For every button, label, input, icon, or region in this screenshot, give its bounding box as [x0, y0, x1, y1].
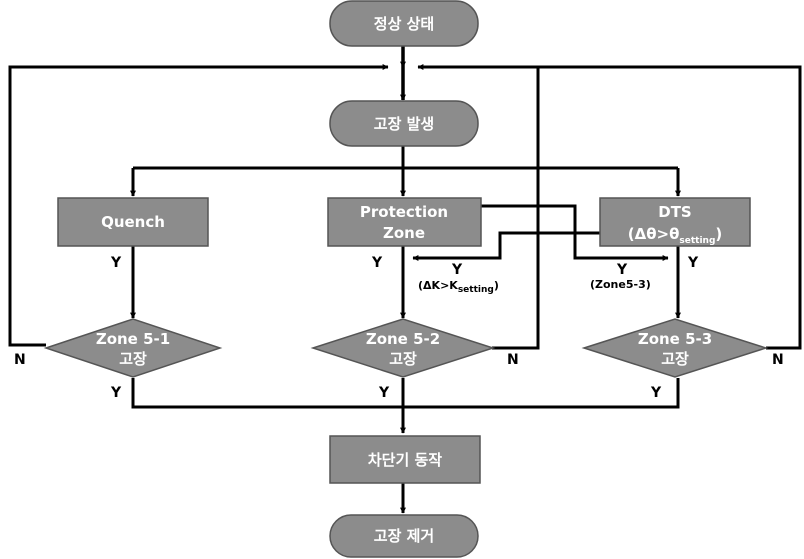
label-zone53-ref: (Zone5-3) [590, 278, 651, 291]
label-dts-y: Y [687, 255, 699, 271]
node-zone53-line2: 고장 [661, 350, 689, 368]
node-protection-zone-line1: Protection [360, 203, 448, 221]
node-dts-line2-pre: (Δθ>θ [628, 225, 680, 243]
edge-zone52-no-loop [492, 67, 540, 350]
edge-labels: Y Y Y (ΔK>Ksetting) Y (Zone5-3) Y N N N … [14, 255, 784, 401]
node-fault-occur: 고장 발생 [329, 100, 479, 147]
node-zone52: Zone 5-2 고장 [310, 318, 496, 378]
nodes: 정상 상태 고장 발생 Quench Protection Zone DTS (… [43, 0, 769, 558]
node-quench-label: Quench [101, 213, 165, 231]
label-zone51-y: Y [110, 385, 122, 401]
node-zone53: Zone 5-3 고장 [581, 318, 769, 378]
node-dts-line1: DTS [658, 203, 692, 221]
label-zone52-n: N [507, 352, 519, 368]
edge-zone51-no-loop [8, 64, 389, 347]
node-protection-zone-line2: Zone [383, 224, 425, 242]
label-dk-sub: setting [458, 285, 494, 295]
node-normal-state-label: 정상 상태 [374, 15, 434, 33]
label-zone51-n: N [14, 352, 26, 368]
node-fault-clear-label: 고장 제거 [374, 527, 434, 545]
node-dts-line2-post: ) [715, 225, 722, 243]
node-fault-clear: 고장 제거 [329, 514, 479, 558]
node-breaker: 차단기 동작 [329, 435, 481, 484]
label-zone53-y: Y [650, 385, 662, 401]
node-zone52-line2: 고장 [389, 350, 417, 368]
label-quench-y: Y [110, 255, 122, 271]
node-zone51-line1: Zone 5-1 [96, 330, 170, 348]
edge-dts-to-protection-cross [412, 231, 600, 261]
edge-zone53-yes [403, 378, 680, 409]
label-cross-y: Y [451, 262, 463, 278]
edge-zone53-no-loop [417, 64, 802, 350]
node-quench: Quench [57, 197, 209, 247]
node-dts: DTS (Δθ>θsetting) [599, 197, 751, 247]
node-protection-zone: Protection Zone [327, 197, 482, 247]
connectors [8, 46, 802, 514]
node-fault-occur-label: 고장 발생 [374, 115, 434, 133]
node-dts-line2: (Δθ>θsetting) [628, 225, 723, 246]
node-breaker-label: 차단기 동작 [368, 451, 442, 469]
label-protection-y: Y [371, 255, 383, 271]
label-zone53-n: N [772, 352, 784, 368]
label-dk-setting: (ΔK>Ksetting) [418, 279, 499, 295]
node-normal-state: 정상 상태 [329, 0, 479, 47]
label-dk-pre: (ΔK>K [418, 279, 458, 292]
edge-zone51-yes [131, 378, 403, 409]
node-zone51: Zone 5-1 고장 [43, 318, 223, 378]
label-dts-cross-y: Y [616, 262, 628, 278]
label-zone52-y: Y [378, 385, 390, 401]
node-dts-line2-sub: setting [679, 236, 715, 246]
label-dk-post: ) [494, 279, 499, 292]
node-zone51-line2: 고장 [119, 350, 147, 368]
node-zone53-line1: Zone 5-3 [638, 330, 712, 348]
node-zone52-line1: Zone 5-2 [366, 330, 440, 348]
